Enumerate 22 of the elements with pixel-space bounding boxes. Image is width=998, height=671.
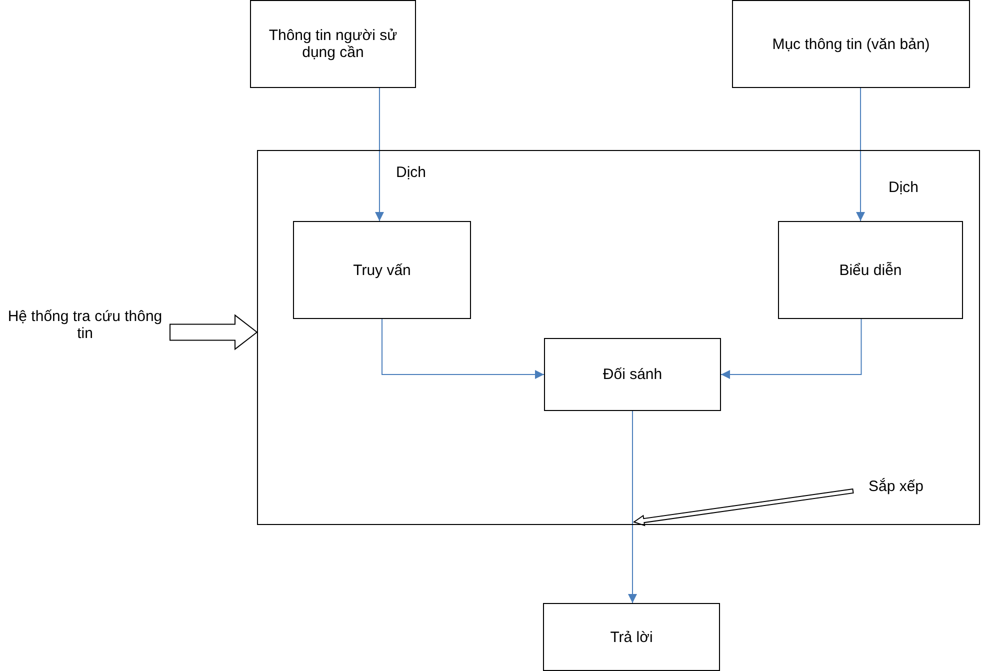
box-text: Thông tin người sử dụng cần xyxy=(268,27,398,61)
arrow xyxy=(632,488,854,526)
box-text: Truy vấn xyxy=(353,262,411,278)
system-label: Hệ thống tra cứu thông tin xyxy=(6,308,164,342)
arrow xyxy=(856,88,866,222)
box-text: Mục thông tin (văn bản) xyxy=(772,36,930,52)
system-boundary-box xyxy=(257,150,980,525)
process-box xyxy=(778,221,963,319)
process-box xyxy=(544,338,721,411)
arrow xyxy=(720,318,862,379)
arrow xyxy=(374,88,384,222)
process-box xyxy=(732,0,970,88)
step-label: Sắp xếp xyxy=(868,478,924,494)
process-box xyxy=(250,0,416,88)
process-box xyxy=(293,221,471,319)
output-box xyxy=(543,603,720,671)
box-text: Trả lời xyxy=(610,628,653,646)
arrow xyxy=(628,410,637,604)
arrow xyxy=(170,314,258,350)
box-text: Đối sánh xyxy=(602,366,662,383)
arrow xyxy=(382,318,544,379)
box-text: Biểu diễn xyxy=(839,262,902,278)
